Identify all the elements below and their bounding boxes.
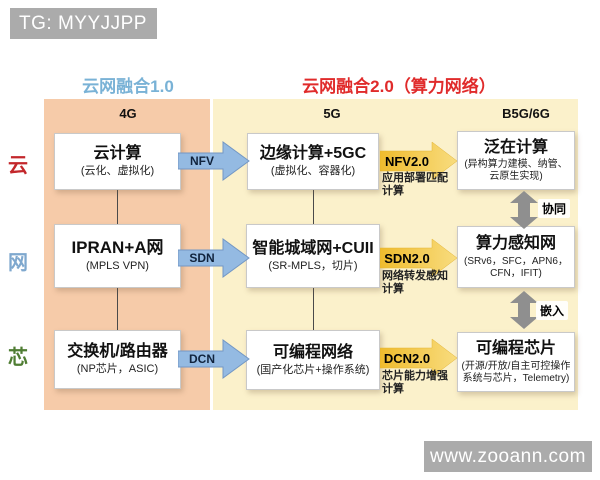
era1-title: 云网融合1.0 <box>82 77 174 96</box>
embed-label: 嵌入 <box>536 301 569 320</box>
box-subtitle: (异构算力建模、纳管、云原生实现) <box>464 159 568 183</box>
box-network-5g: 智能城域网+CUII (SR-MPLS，切片) <box>246 224 380 288</box>
box-cloud-4g: 云计算 (云化、虚拟化) <box>54 133 181 190</box>
bottom-right-watermark: www.zooann.com <box>424 441 592 472</box>
row-label-network: 网 <box>8 252 28 274</box>
box-network-6g: 算力感知网 (SRv6，SFC，APN6，CFN，IFIT) <box>457 226 575 288</box>
arrow-label: NFV2.0 <box>384 153 430 169</box>
double-vertical-arrow-icon <box>510 191 538 229</box>
box-title: 可编程网络 <box>272 343 353 361</box>
connector-line <box>117 288 118 330</box>
box-title: 智能城域网+CUII <box>252 239 374 257</box>
column-header-5g: 5G <box>323 106 341 121</box>
arrow-label: NFV <box>190 154 214 168</box>
right-arrow-icon <box>380 338 458 378</box>
sdn2-arrow: SDN2.0 <box>380 238 458 278</box>
collaboration-link-arrow <box>509 191 539 229</box>
connector-line <box>313 288 314 330</box>
right-arrow-icon <box>178 238 250 278</box>
column-header-4g: 4G <box>119 106 137 121</box>
embed-link-arrow <box>509 291 539 329</box>
row-label-cloud: 云 <box>8 155 28 177</box>
right-arrow-icon <box>380 238 458 278</box>
box-subtitle: (云化、虚拟化) <box>80 165 155 178</box>
right-arrow-icon <box>178 141 250 181</box>
arrow-label: SDN2.0 <box>384 250 430 266</box>
box-chip-5g: 可编程网络 (国产化芯片+操作系统) <box>246 330 380 390</box>
dcn-arrow: DCN <box>178 339 256 379</box>
arrow-label: DCN2.0 <box>383 350 431 366</box>
right-arrow-icon <box>380 141 458 181</box>
sdn2-caption: 网络转发感知计算 <box>382 270 448 296</box>
double-vertical-arrow-icon <box>510 291 538 329</box>
box-title: 泛在计算 <box>483 138 548 156</box>
arrow-label: DCN <box>189 352 215 366</box>
right-arrow-icon <box>178 339 250 379</box>
column-header-b5g-6g: B5G/6G <box>502 106 550 121</box>
era2-title: 云网融合2.0（算力网络） <box>302 77 496 96</box>
box-subtitle: (NP芯片，ASIC) <box>76 363 159 376</box>
box-cloud-6g: 泛在计算 (异构算力建模、纳管、云原生实现) <box>457 131 575 190</box>
sdn-arrow: SDN <box>178 238 256 278</box>
box-title: 可编程芯片 <box>475 340 556 358</box>
nfv2-caption: 应用部署匹配计算 <box>382 172 448 198</box>
row-label-chip: 芯 <box>8 347 28 369</box>
box-network-4g: IPRAN+A网 (MPLS VPN) <box>54 224 181 288</box>
dcn2-arrow: DCN2.0 <box>380 338 458 378</box>
box-title: 云计算 <box>93 145 142 163</box>
box-subtitle: (虚拟化、容器化) <box>270 165 356 178</box>
box-cloud-5g: 边缘计算+5GC (虚拟化、容器化) <box>247 133 379 190</box>
connector-line <box>117 190 118 224</box>
box-chip-4g: 交换机/路由器 (NP芯片，ASIC) <box>54 330 181 389</box>
box-subtitle: (SRv6，SFC，APN6，CFN，IFIT) <box>464 255 568 279</box>
box-subtitle: (MPLS VPN) <box>86 260 149 273</box>
box-title: 交换机/路由器 <box>67 343 168 361</box>
box-title: IPRAN+A网 <box>71 237 164 257</box>
collaboration-label: 协同 <box>538 199 571 218</box>
box-chip-6g: 可编程芯片 (开源/开放/自主可控操作系统与芯片，Telemetry) <box>457 332 575 392</box>
nfv-arrow: NFV <box>178 141 256 181</box>
box-subtitle: (国产化芯片+操作系统) <box>256 363 370 376</box>
nfv2-arrow: NFV2.0 <box>380 141 458 181</box>
box-subtitle: (SR-MPLS，切片) <box>268 259 358 272</box>
top-left-watermark: TG: MYYJJPP <box>10 8 157 39</box>
connector-line <box>313 190 314 224</box>
dcn2-caption: 芯片能力增强计算 <box>382 370 448 396</box>
arrow-label: SDN <box>189 251 215 265</box>
box-title: 边缘计算+5GC <box>259 145 367 163</box>
box-title: 算力感知网 <box>475 235 556 253</box>
box-subtitle: (开源/开放/自主可控操作系统与芯片，Telemetry) <box>461 360 571 384</box>
